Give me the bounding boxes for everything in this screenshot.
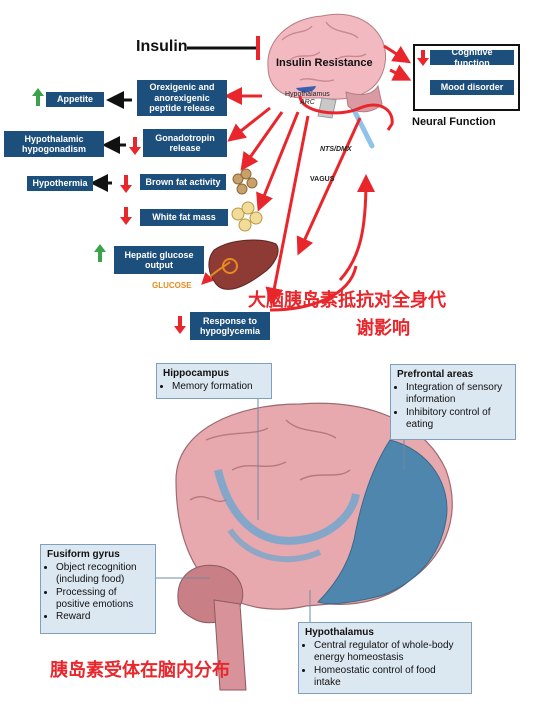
hypothalamus-annotation: Hypothalamus Central regulator of whole-… xyxy=(298,622,472,694)
insulin-resistance-label: Insulin Resistance xyxy=(276,57,373,69)
hepatic-glucose-box: Hepatic glucose output xyxy=(114,246,204,274)
hypogonadism-box: Hypothalamic hypogonadism xyxy=(4,131,104,157)
white-fat-cells xyxy=(231,201,263,232)
top-caption-line1: 大脑胰岛素抵抗对全身代 xyxy=(248,290,446,310)
black-arrows xyxy=(90,91,132,192)
red-arrows xyxy=(224,44,412,312)
fusiform-item: Reward xyxy=(56,611,149,623)
liver xyxy=(201,239,279,290)
fusiform-item: Processing of positive emotions xyxy=(56,587,149,611)
glucose-label: GLUCOSE xyxy=(152,281,192,290)
neural-function-frame xyxy=(413,44,520,111)
orexigenic-box: Orexigenic and anorexigenic peptide rele… xyxy=(137,80,227,116)
prefrontal-item: Inhibitory control of eating xyxy=(406,407,509,431)
insulin-label: Insulin xyxy=(136,38,188,55)
hypothermia-box: Hypothermia xyxy=(27,176,93,191)
hypothalamus-annotation-title: Hypothalamus xyxy=(305,627,374,638)
hypothalamus-label: Hypothalamus ARC xyxy=(285,91,330,108)
indicator-arrows xyxy=(32,50,429,334)
hippocampus-item: Memory formation xyxy=(172,381,265,393)
insulin-inhibit-arrow xyxy=(187,36,260,60)
white-fat-box: White fat mass xyxy=(140,209,228,226)
prefrontal-item: Integration of sensory information xyxy=(406,382,509,406)
fusiform-title: Fusiform gyrus xyxy=(47,549,120,560)
prefrontal-annotation: Prefrontal areas Integration of sensory … xyxy=(390,364,516,440)
hypothalamus-item: Homeostatic control of food intake xyxy=(314,665,465,689)
hippocampus-title: Hippocampus xyxy=(163,368,230,379)
fusiform-item: Object recognition (including food) xyxy=(56,562,149,586)
vagus-label: VAGUS xyxy=(310,176,335,183)
top-caption-line2: 谢影响 xyxy=(356,318,410,338)
leader-lines xyxy=(155,398,405,622)
arc-text: ARC xyxy=(299,99,315,107)
hypoglycemia-box: Response to hypoglycemia xyxy=(190,312,270,340)
mood-disorder-box: Mood disorder xyxy=(430,80,514,95)
prefrontal-title: Prefrontal areas xyxy=(397,369,474,380)
neural-function-title: Neural Function xyxy=(412,116,496,128)
brown-fat-box: Brown fat activity xyxy=(140,174,226,190)
bottom-brain xyxy=(175,402,453,691)
bottom-caption: 胰岛素受体在脑内分布 xyxy=(50,660,230,680)
gonadotropin-box: Gonadotropin release xyxy=(143,129,227,157)
brown-fat-cells xyxy=(232,168,258,195)
fusiform-annotation: Fusiform gyrus Object recognition (inclu… xyxy=(40,544,156,634)
hypothalamus-text: Hypothalamus xyxy=(285,91,330,98)
hypothalamus-item: Central regulator of whole-body energy h… xyxy=(314,640,465,664)
nts-dmx-label: NTS/DMX xyxy=(320,146,352,153)
top-brain xyxy=(267,13,386,149)
appetite-box: Appetite xyxy=(46,92,104,107)
cognitive-function-box: Cognitive function xyxy=(430,47,514,68)
hippocampus-annotation: Hippocampus Memory formation xyxy=(156,363,272,399)
